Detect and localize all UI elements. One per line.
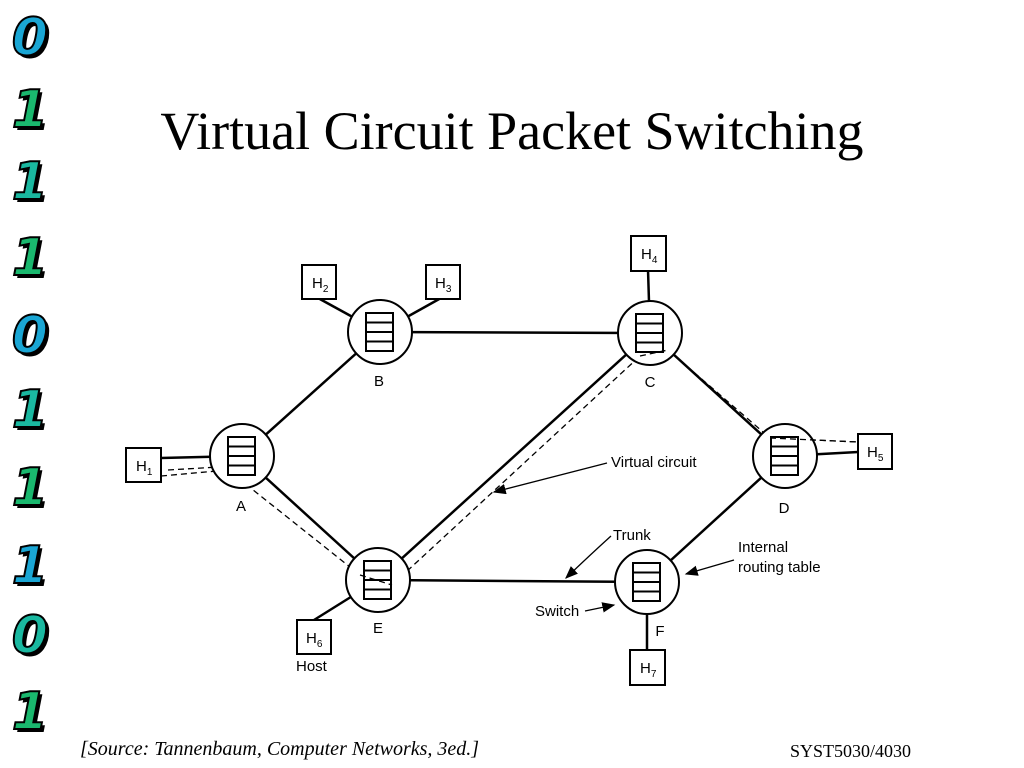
arrow-routing-table [684,559,735,576]
host-label-h3: H3 [435,275,452,295]
switch-c [617,300,683,366]
host-label-h5: H5 [867,444,884,464]
bit-digit: 0 [11,306,49,366]
bit-digit: 1 [11,80,49,140]
arrow-switch [584,602,616,613]
slide-title: Virtual Circuit Packet Switching [160,101,864,161]
host-label-h1: H1 [136,458,153,478]
switch-label-e: E [373,620,383,637]
switch-label-b: B [374,373,384,390]
host-label-h7: H7 [640,660,657,680]
switch-a [209,423,275,489]
host-label-h2: H2 [312,275,329,295]
bit-digit: 1 [11,458,49,518]
label-switch: Switch [535,603,579,620]
label-virtual-circuit: Virtual circuit [611,454,697,471]
bit-digit: 1 [11,682,49,742]
switch-d [752,423,818,489]
bit-digit: 1 [11,228,49,288]
label-internal: Internal [738,539,788,556]
binary-decoration: 0 1 1 1 0 1 1 1 0 1 [0,0,60,768]
source-citation: [Source: Tannenbaum, Computer Networks, … [80,738,480,760]
arrow-virtual-circuit [492,462,608,495]
arrow-trunk [565,535,612,579]
host-h1-box [125,447,162,483]
switch-label-d: D [779,500,790,517]
switch-e [345,547,411,613]
host-label-h4: H4 [641,246,658,266]
trunk-e-f [377,578,648,584]
switch-f [614,549,680,615]
bit-digit: 1 [11,536,49,596]
bit-digit: 0 [11,8,49,68]
switch-b [347,299,413,365]
switch-label-c: C [645,374,656,391]
host-h2-box [301,264,337,300]
trunk-c-e [377,332,651,581]
switch-label-f: F [655,623,664,640]
switch-label-a: A [236,498,246,515]
label-host: Host [296,658,328,675]
bit-digit: 1 [11,380,49,440]
host-h6-box [296,619,332,655]
host-h3-box [425,264,461,300]
label-trunk: Trunk [613,527,651,544]
trunk-b-c [379,330,651,335]
host-h7-box [629,649,666,686]
bit-digit: 1 [11,152,49,212]
course-code: SYST5030/4030 [790,741,912,761]
bit-digit: 0 [11,606,49,666]
host-h5-box [857,433,893,470]
host-h4-box [630,235,667,272]
label-routing-table: routing table [738,559,821,576]
host-label-h6: H6 [306,630,323,650]
